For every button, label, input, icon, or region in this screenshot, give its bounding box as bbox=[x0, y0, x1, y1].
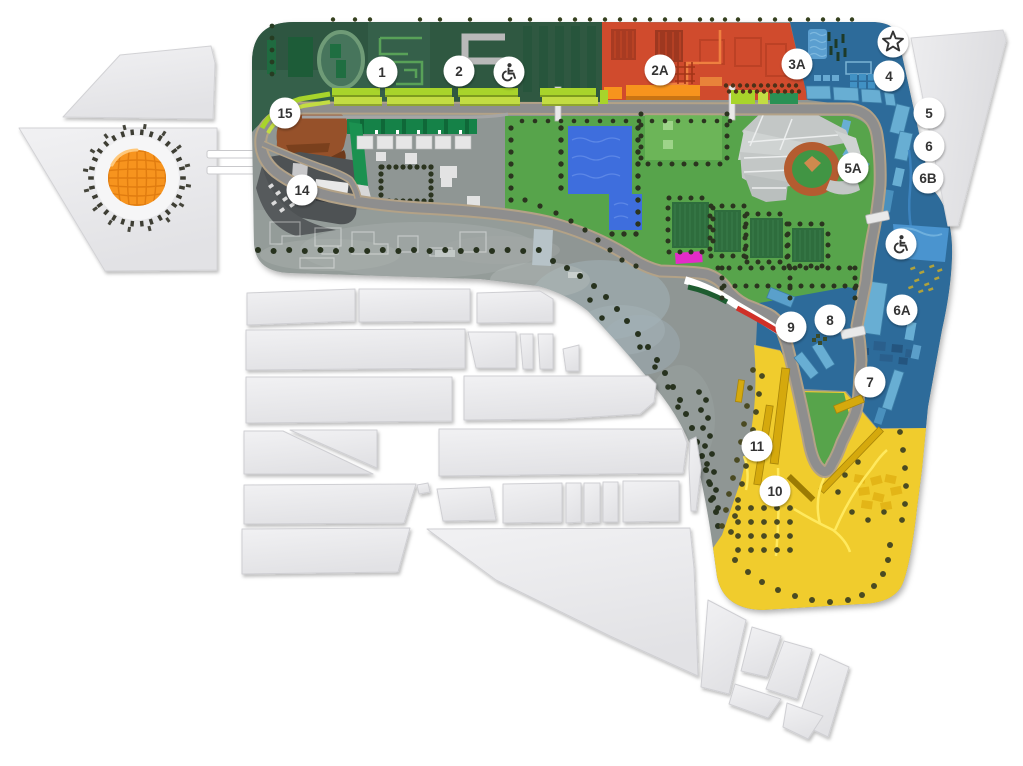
svg-text:2: 2 bbox=[455, 64, 463, 79]
svg-text:14: 14 bbox=[294, 183, 310, 198]
svg-text:9: 9 bbox=[787, 320, 795, 335]
svg-text:6A: 6A bbox=[893, 303, 911, 318]
svg-text:7: 7 bbox=[866, 375, 874, 390]
svg-text:5A: 5A bbox=[844, 161, 862, 176]
svg-text:5: 5 bbox=[925, 106, 933, 121]
svg-text:11: 11 bbox=[750, 439, 765, 454]
svg-text:6B: 6B bbox=[919, 171, 937, 186]
svg-text:10: 10 bbox=[767, 484, 782, 499]
svg-text:6: 6 bbox=[925, 139, 933, 154]
svg-text:2A: 2A bbox=[651, 63, 669, 78]
svg-text:15: 15 bbox=[277, 106, 293, 121]
svg-text:4: 4 bbox=[885, 69, 893, 84]
svg-text:8: 8 bbox=[826, 313, 834, 328]
svg-text:3A: 3A bbox=[788, 57, 806, 72]
svg-text:1: 1 bbox=[378, 65, 386, 80]
